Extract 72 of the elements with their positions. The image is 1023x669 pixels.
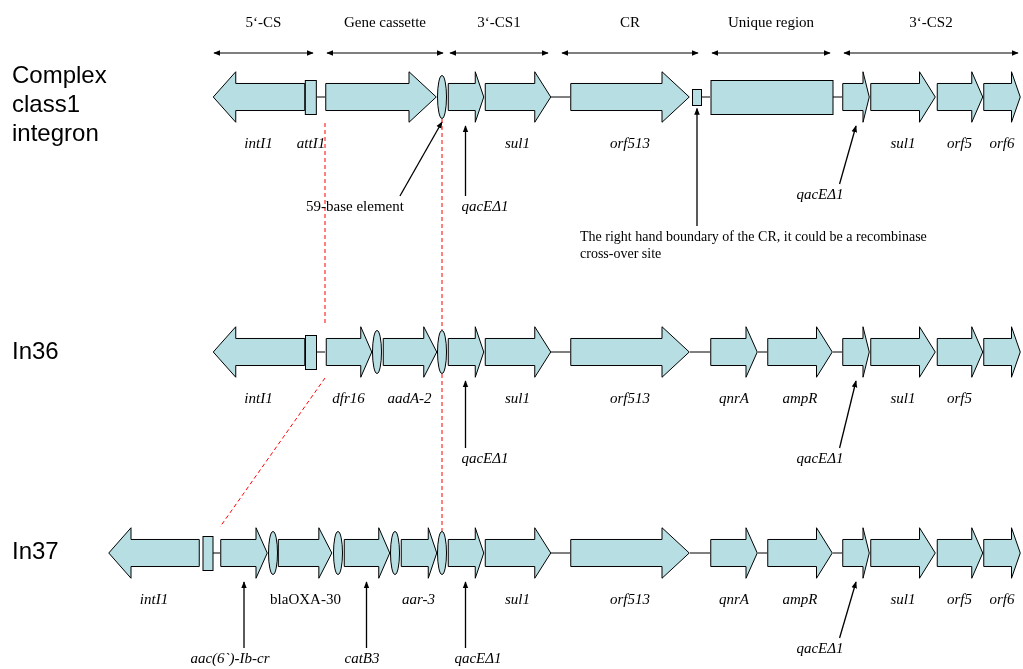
gene-name: qacEΔ1 [796,640,844,657]
gene-name: sul1 [890,135,916,152]
gene-name: aadA-2 [387,390,432,407]
leader-arrow [694,107,700,227]
region-heading: 5‘-CS [244,14,283,31]
alignment-line [441,118,443,331]
gene-name: qacEΔ1 [796,186,844,203]
annotation-note: The right hand boundary of the CR, it could be a recombinase cross-over site [580,228,950,262]
region-heading: Unique region [726,14,816,31]
leader-arrow [838,380,858,449]
gene-name: ampR [782,390,818,407]
gene-name: orf6 [989,135,1015,152]
gene-name: orf6 [989,591,1015,608]
gene-name: sul1 [505,135,530,152]
gene-name: qacEΔ1 [796,450,844,467]
leader-arrow [462,581,469,649]
gene-name: ampR [782,591,818,608]
gene-name: aac(6`)-Ib-cr [190,650,270,667]
gene-name: qacEΔ1 [454,650,502,667]
gene-name: orf513 [610,591,650,608]
dna-backbone-line [701,96,711,98]
region-heading: Gene cassette [342,14,427,31]
dna-backbone-line [757,351,768,353]
gene-name: orf513 [610,135,650,152]
dna-backbone-line [689,552,711,554]
gene-name: orf5 [947,390,972,407]
gene-name: sul1 [890,390,916,407]
gene-name: qacEΔ1 [461,450,509,467]
gene-name: qnrA [719,591,749,608]
alignment-line [441,373,443,532]
region-heading: CR [619,14,641,31]
gene-name: blaOXA-30 [270,591,341,608]
alignment-line [219,377,326,528]
leader-arrow [838,581,857,639]
dna-backbone-line [316,351,326,353]
gene-name: intI1 [139,591,169,608]
gene-name: attI1 [296,135,326,152]
annotation-label: 59-base element [306,198,404,215]
row-label: In36 [12,336,60,365]
gene-name: qacEΔ1 [461,198,509,215]
dna-backbone-line [212,552,221,554]
gene-name: catB3 [344,650,380,667]
dna-backbone-line [550,552,571,554]
gene-name: intI1 [244,390,273,407]
gene-name: sul1 [505,591,530,608]
gene-name: orf513 [610,390,650,407]
region-heading: 3‘-CS2 [908,14,954,31]
dna-backbone-line [832,552,843,554]
gene-name: orf5 [947,591,972,608]
leader-arrow [399,121,443,197]
leader-arrow [241,581,247,649]
gene-name: sul1 [890,591,916,608]
gene-name: orf5 [947,135,972,152]
dna-backbone-line [832,351,843,353]
gene-name: dfr16 [332,390,365,407]
gene-name: qnrA [719,390,749,407]
leader-arrow [363,581,370,649]
dna-backbone-line [550,96,571,98]
dna-backbone-line [550,351,571,353]
gene-name: sul1 [505,390,530,407]
leader-arrow [462,125,469,197]
row-label: Complex class1 integron [12,60,108,147]
dna-backbone-line [757,552,768,554]
leader-arrow [462,380,469,449]
dna-backbone-line [832,96,843,98]
gene-name: aar-3 [401,591,435,608]
region-heading: 3‘-CS1 [476,14,522,31]
dna-backbone-line [316,96,326,98]
leader-arrow [838,125,857,185]
dna-backbone-line [689,351,711,353]
gene-name: intI1 [244,135,273,152]
row-label: In37 [12,536,60,565]
